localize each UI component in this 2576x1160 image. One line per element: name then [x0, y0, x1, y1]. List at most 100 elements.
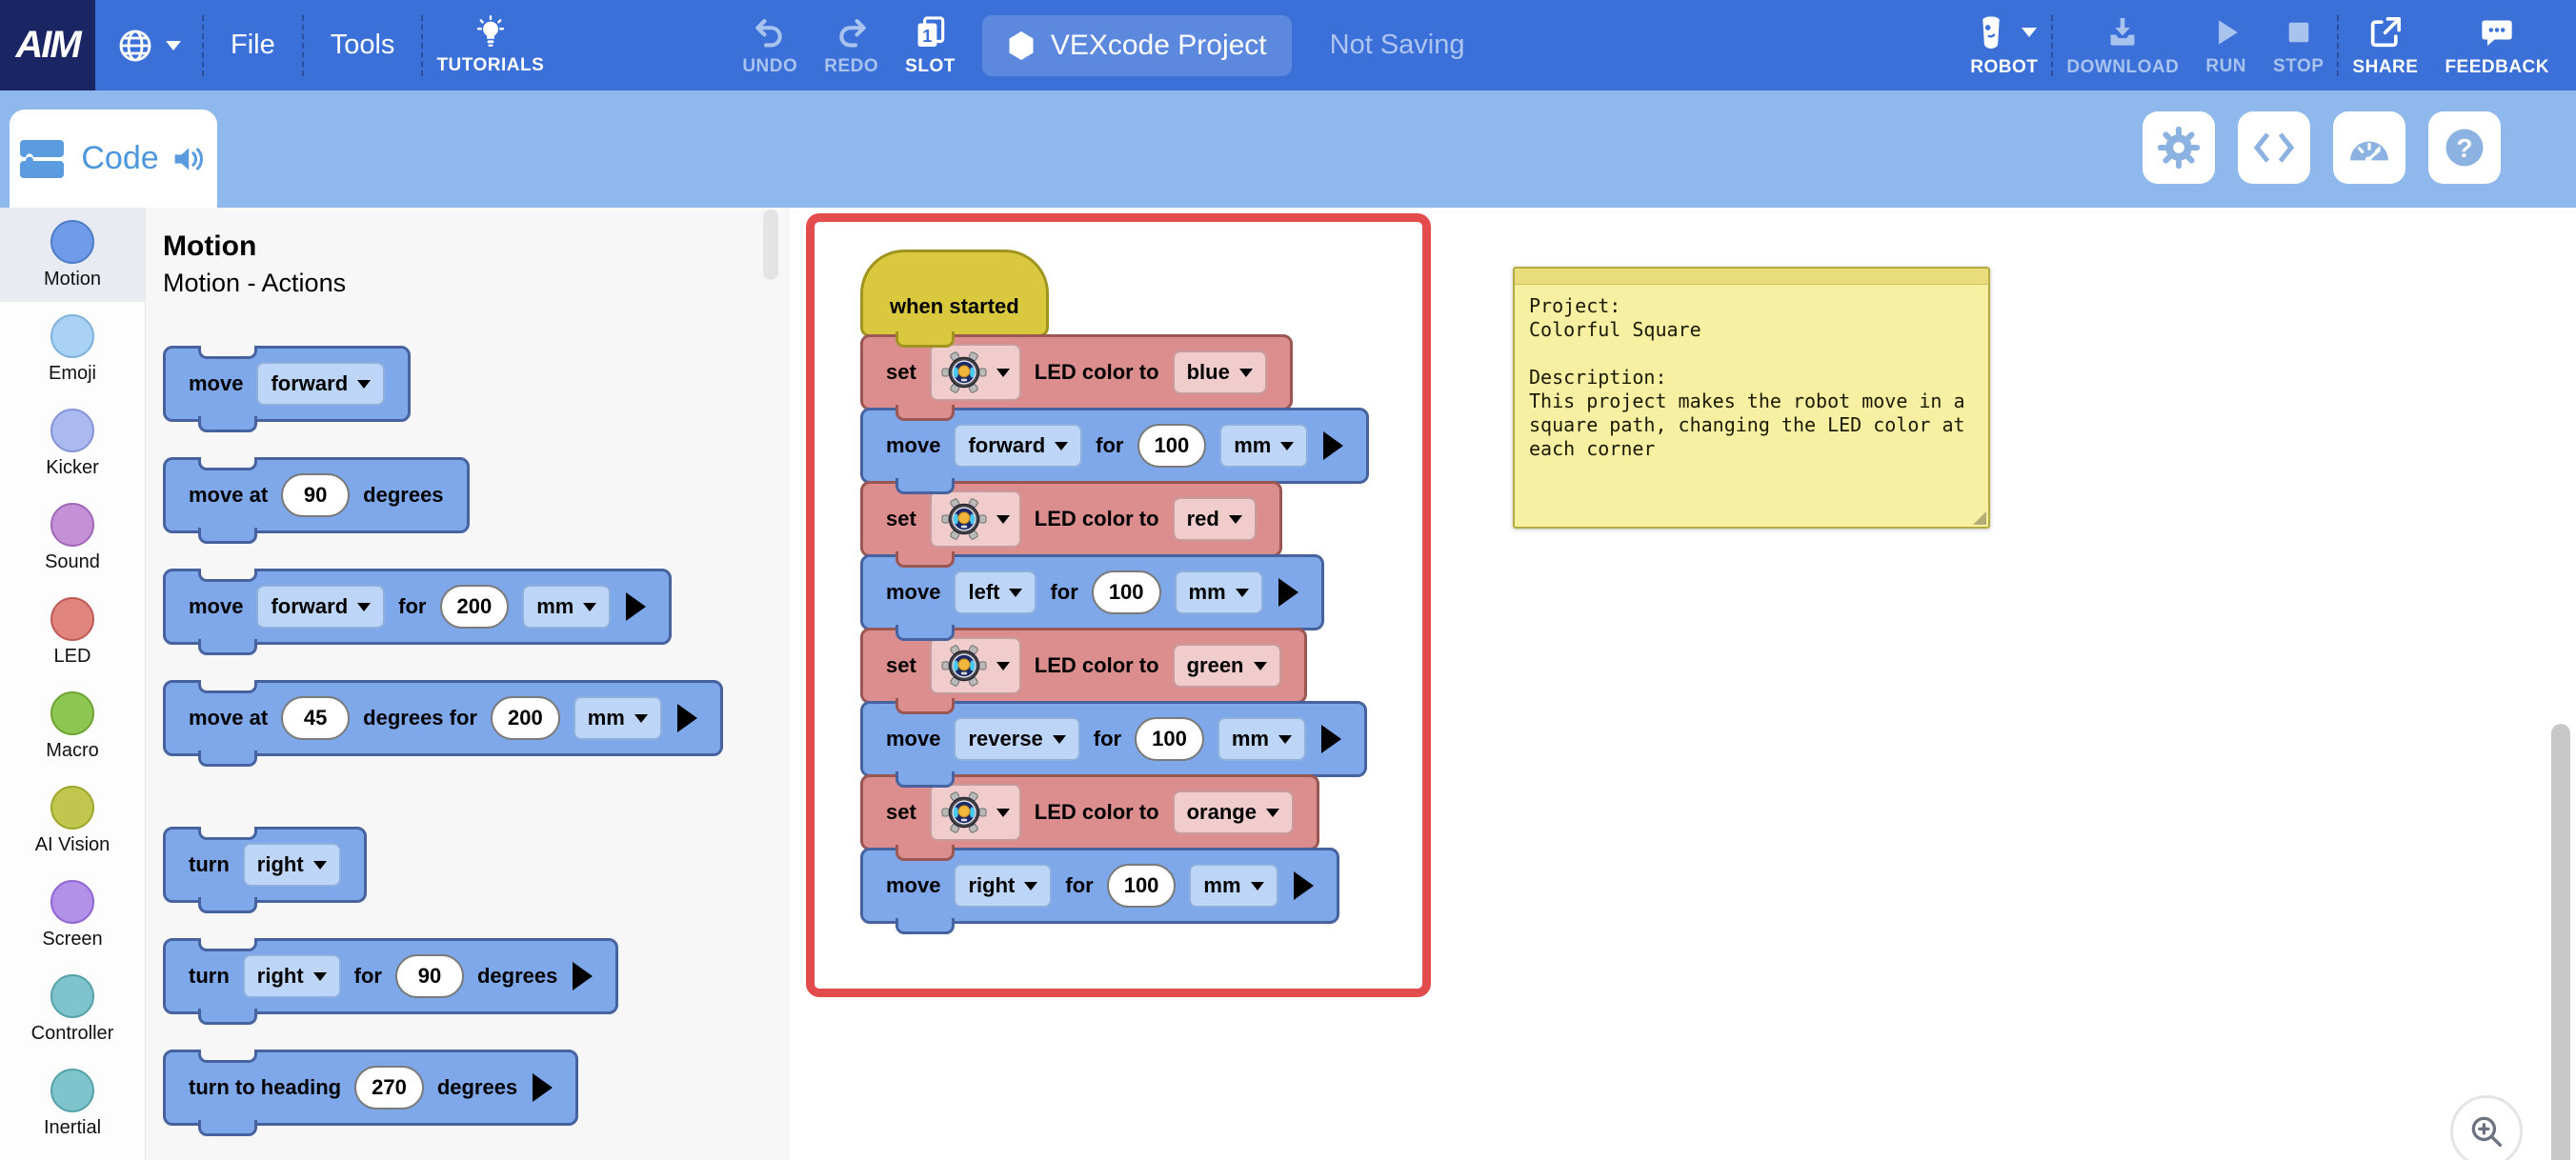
- comment-text[interactable]: Project: Colorful Square Description: Th…: [1529, 294, 1965, 460]
- download-label: DOWNLOAD: [2066, 56, 2180, 77]
- tutorials-button[interactable]: TUTORIALS: [423, 0, 557, 90]
- value-input[interactable]: 100: [1091, 570, 1161, 614]
- value-input[interactable]: 45: [281, 696, 351, 740]
- block-label: when started: [890, 294, 1019, 318]
- toolbar-divider: [2337, 14, 2340, 76]
- dropdown-red[interactable]: red: [1172, 497, 1257, 541]
- dropdown-mm[interactable]: mm: [573, 696, 662, 740]
- chevron-down-icon: [1238, 368, 1253, 377]
- dropdown-right[interactable]: right: [954, 864, 1053, 908]
- robot-led-selector[interactable]: [929, 344, 1021, 401]
- sidebar-item-led[interactable]: LED: [0, 585, 145, 679]
- run-block-icon[interactable]: [533, 1073, 553, 1102]
- run-block-icon[interactable]: [676, 704, 697, 732]
- dropdown-mm[interactable]: mm: [1217, 717, 1306, 761]
- value-input[interactable]: 100: [1137, 424, 1207, 468]
- speaker-icon[interactable]: [171, 143, 208, 175]
- dropdown-mm[interactable]: mm: [1189, 864, 1278, 908]
- dropdown-right[interactable]: right: [242, 954, 341, 998]
- run-block-icon[interactable]: [1293, 871, 1314, 900]
- dropdown-forward[interactable]: forward: [256, 585, 386, 629]
- tools-menu[interactable]: Tools: [330, 30, 395, 60]
- run-button[interactable]: RUN: [2192, 14, 2260, 77]
- dropdown-mm[interactable]: mm: [522, 585, 612, 629]
- dropdown-orange[interactable]: orange: [1172, 790, 1294, 834]
- undo-button[interactable]: UNDO: [729, 14, 811, 77]
- file-menu[interactable]: File: [231, 30, 275, 60]
- run-block-icon[interactable]: [1320, 725, 1341, 753]
- value-input[interactable]: 270: [354, 1066, 424, 1110]
- help-button[interactable]: ?: [2428, 111, 2501, 184]
- dropdown-blue[interactable]: blue: [1172, 350, 1267, 394]
- slot-button[interactable]: 1 SLOT: [892, 14, 969, 77]
- settings-button[interactable]: [2143, 111, 2215, 184]
- sidebar-item-emoji[interactable]: Emoji: [0, 302, 145, 396]
- dropdown-forward[interactable]: forward: [954, 424, 1083, 468]
- dropdown-mm[interactable]: mm: [1174, 570, 1263, 614]
- comment-note[interactable]: Project: Colorful Square Description: Th…: [1513, 267, 1990, 529]
- run-block-icon[interactable]: [1278, 578, 1298, 607]
- robot-led-selector[interactable]: [929, 490, 1021, 548]
- save-status: Not Saving: [1329, 30, 1465, 60]
- dropdown-reverse[interactable]: reverse: [954, 717, 1080, 761]
- feedback-button[interactable]: FEEDBACK: [2431, 13, 2563, 78]
- sidebar-item-screen[interactable]: Screen: [0, 868, 145, 962]
- comment-resize-handle[interactable]: [1973, 511, 1986, 525]
- value-input[interactable]: 200: [490, 696, 560, 740]
- vertical-scrollbar[interactable]: [2551, 724, 2570, 1160]
- block-label: for: [1093, 727, 1122, 750]
- dropdown-forward[interactable]: forward: [256, 362, 386, 406]
- sidebar-item-ai-vision[interactable]: AI Vision: [0, 773, 145, 868]
- dropdown-left[interactable]: left: [954, 570, 1037, 614]
- value-input[interactable]: 90: [281, 473, 351, 517]
- value-input[interactable]: 100: [1135, 717, 1204, 761]
- run-block-icon[interactable]: [1323, 431, 1344, 460]
- dashboard-button[interactable]: [2333, 111, 2405, 184]
- zoom-in-button[interactable]: [2450, 1095, 2523, 1160]
- sidebar-item-kicker[interactable]: Kicker: [0, 396, 145, 490]
- run-block-icon[interactable]: [573, 962, 594, 990]
- dropdown-value: mm: [536, 594, 574, 618]
- robot-button[interactable]: ROBOT: [1957, 13, 2051, 78]
- sidebar-item-inertial[interactable]: Inertial: [0, 1056, 145, 1150]
- comment-drag-handle[interactable]: [1515, 269, 1988, 285]
- block-label: turn: [189, 964, 230, 988]
- value-input[interactable]: 100: [1106, 864, 1177, 908]
- sidebar-item-motion[interactable]: Motion: [0, 208, 145, 302]
- value-input[interactable]: 200: [439, 585, 510, 629]
- sidebar-item-sound[interactable]: Sound: [0, 490, 145, 585]
- block-when-started[interactable]: when started: [860, 250, 1049, 348]
- category-color-icon: [50, 973, 94, 1018]
- sidebar-item-macro[interactable]: Macro: [0, 679, 145, 773]
- chevron-down-icon: [996, 808, 1010, 817]
- tab-code[interactable]: Code: [10, 110, 217, 208]
- dropdown-value: forward: [271, 371, 349, 395]
- dropdown-right[interactable]: right: [242, 843, 341, 887]
- run-block-icon[interactable]: [626, 592, 647, 621]
- value-input[interactable]: 90: [394, 954, 464, 998]
- robot-led-selector[interactable]: [929, 784, 1021, 841]
- language-menu[interactable]: [95, 0, 202, 90]
- stop-button[interactable]: STOP: [2260, 14, 2337, 77]
- redo-button[interactable]: REDO: [811, 14, 892, 77]
- sidebar-item-controller[interactable]: Controller: [0, 962, 145, 1056]
- download-button[interactable]: DOWNLOAD: [2053, 13, 2192, 78]
- robot-led-selector[interactable]: [929, 637, 1021, 694]
- dropdown-mm[interactable]: mm: [1219, 424, 1309, 468]
- palette-scrollbar[interactable]: [763, 210, 778, 280]
- share-button[interactable]: SHARE: [2339, 13, 2431, 78]
- dropdown-green[interactable]: green: [1172, 644, 1281, 688]
- project-name-button[interactable]: VEXcode Project: [981, 14, 1292, 76]
- block-label: set: [886, 653, 916, 677]
- view-code-button[interactable]: [2238, 111, 2310, 184]
